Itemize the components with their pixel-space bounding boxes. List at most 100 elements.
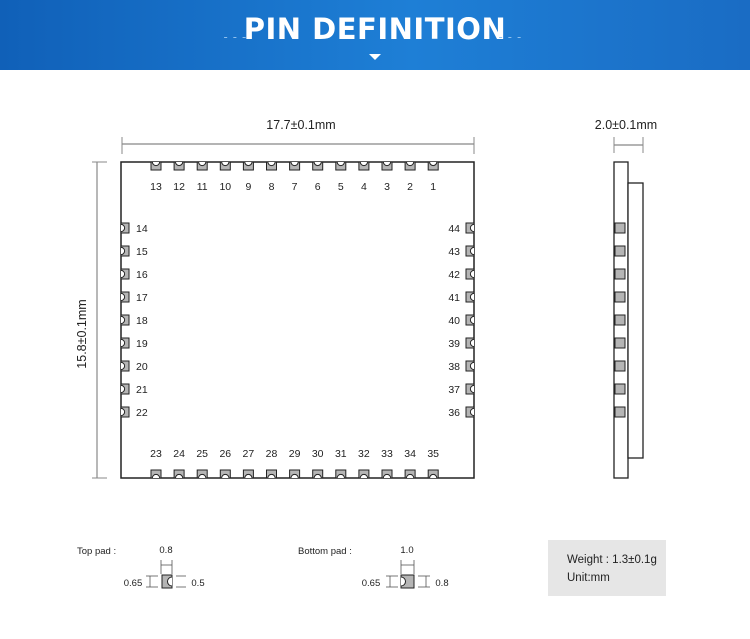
title-decoration-left: --- <box>222 30 250 44</box>
unit-text: Unit:mm <box>567 572 610 584</box>
side-pin-pad <box>614 268 626 280</box>
side-pin-pad <box>614 360 626 372</box>
pin-33-pad <box>381 469 393 479</box>
pin-label: 29 <box>289 448 301 460</box>
pin-label: 10 <box>219 181 231 193</box>
side-pin-pad <box>614 291 626 303</box>
pin-label: 20 <box>136 361 148 373</box>
pin-label: 32 <box>358 448 370 460</box>
pin-label: 12 <box>173 181 185 193</box>
pin-label: 36 <box>448 407 460 419</box>
pin-label: 6 <box>315 181 321 193</box>
info-box: Weight : 1.3±0.1g Unit:mm <box>548 540 666 596</box>
pin-label: 41 <box>448 292 460 304</box>
header-banner: --- PIN DEFINITION --- <box>0 0 750 70</box>
pin-14-pad <box>120 222 130 234</box>
pin-28-pad <box>266 469 277 479</box>
height-dimension: 15.8±0.1mm <box>75 161 107 479</box>
pin-label: 30 <box>312 448 324 460</box>
thickness-label: 2.0±0.1mm <box>595 118 657 132</box>
pin-6-pad <box>312 161 324 171</box>
pin-label: 16 <box>136 269 148 281</box>
page-title: PIN DEFINITION <box>243 12 507 46</box>
pin-44-pad <box>465 222 475 234</box>
side-pin-pad <box>614 314 626 326</box>
pin-label: 35 <box>427 448 439 460</box>
pin-label: 3 <box>384 181 390 193</box>
pin-label: 11 <box>197 181 208 193</box>
pin-label: 34 <box>404 448 416 460</box>
pin-29-pad <box>289 469 301 479</box>
pin-label: 19 <box>136 338 148 350</box>
top-pad-left: 0.65 <box>124 578 143 589</box>
side-pin-pad <box>614 406 626 418</box>
pin-27-pad <box>242 469 254 479</box>
pin-label: 15 <box>136 246 148 258</box>
pin-label: 1 <box>430 181 436 193</box>
pin-23-pad <box>150 469 162 479</box>
pin-37-pad <box>465 383 475 395</box>
pin-label: 40 <box>448 315 460 327</box>
pin-label: 28 <box>266 448 278 460</box>
pin-label: 33 <box>381 448 393 460</box>
pin-4-pad <box>358 161 370 171</box>
pin-label: 21 <box>136 384 148 396</box>
pin-label: 4 <box>361 181 367 193</box>
pin-label: 17 <box>136 292 148 304</box>
bottom-pad-width: 1.0 <box>400 545 413 556</box>
pin-42-pad <box>465 268 475 280</box>
pin-label: 5 <box>338 181 344 193</box>
top-pad-label: Top pad : <box>77 546 116 557</box>
pin-label: 38 <box>448 361 460 373</box>
pin-13-pad <box>150 161 162 171</box>
pin-label: 8 <box>269 181 275 193</box>
pin-43-pad <box>465 245 475 257</box>
pin-35-pad <box>427 469 439 479</box>
pin-15-pad <box>120 245 130 257</box>
pin-label: 2 <box>407 181 413 193</box>
pin-17-pad <box>120 291 130 303</box>
pin-5-pad <box>335 161 347 171</box>
pin-label: 26 <box>219 448 231 460</box>
module-outline <box>120 161 475 479</box>
top-pad-width: 0.8 <box>159 545 172 556</box>
pin-26-pad <box>219 469 231 479</box>
pin-label: 24 <box>173 448 185 460</box>
height-label: 15.8±0.1mm <box>75 299 89 368</box>
pin-41-pad <box>465 291 475 303</box>
top-pad-right: 0.5 <box>191 578 204 589</box>
pin-3-pad <box>381 161 393 171</box>
pin-20-pad <box>120 360 130 372</box>
side-pin-pad <box>614 383 626 395</box>
width-label: 17.7±0.1mm <box>266 118 335 132</box>
pin-30-pad <box>312 469 324 479</box>
pin-24-pad <box>173 469 185 479</box>
width-dimension: 17.7±0.1mm <box>121 118 475 154</box>
pin-label: 43 <box>448 246 460 258</box>
pin-7-pad <box>289 161 301 171</box>
pin-34-pad <box>404 469 416 479</box>
side-pin-pad <box>614 337 626 349</box>
thickness-dimension: 2.0±0.1mm <box>595 118 657 153</box>
pin-label: 13 <box>150 181 162 193</box>
pin-11-pad <box>196 161 208 171</box>
pin-25-pad <box>196 469 208 479</box>
pin-40-pad <box>465 314 475 326</box>
bottom-pad-right: 0.8 <box>435 578 448 589</box>
pin-16-pad <box>120 268 130 280</box>
pin-label: 22 <box>136 407 148 419</box>
pin-18-pad <box>120 314 130 326</box>
pin-label: 31 <box>335 448 347 460</box>
bottom-pad-label: Bottom pad : <box>298 546 352 557</box>
pin-12-pad <box>173 161 185 171</box>
bottom-pad-left: 0.65 <box>362 578 381 589</box>
pin-label: 39 <box>448 338 460 350</box>
bottom-pad-detail: Bottom pad : 1.0 0.65 0.8 <box>298 545 449 589</box>
pin-39-pad <box>465 337 475 349</box>
pin-label: 18 <box>136 315 148 327</box>
